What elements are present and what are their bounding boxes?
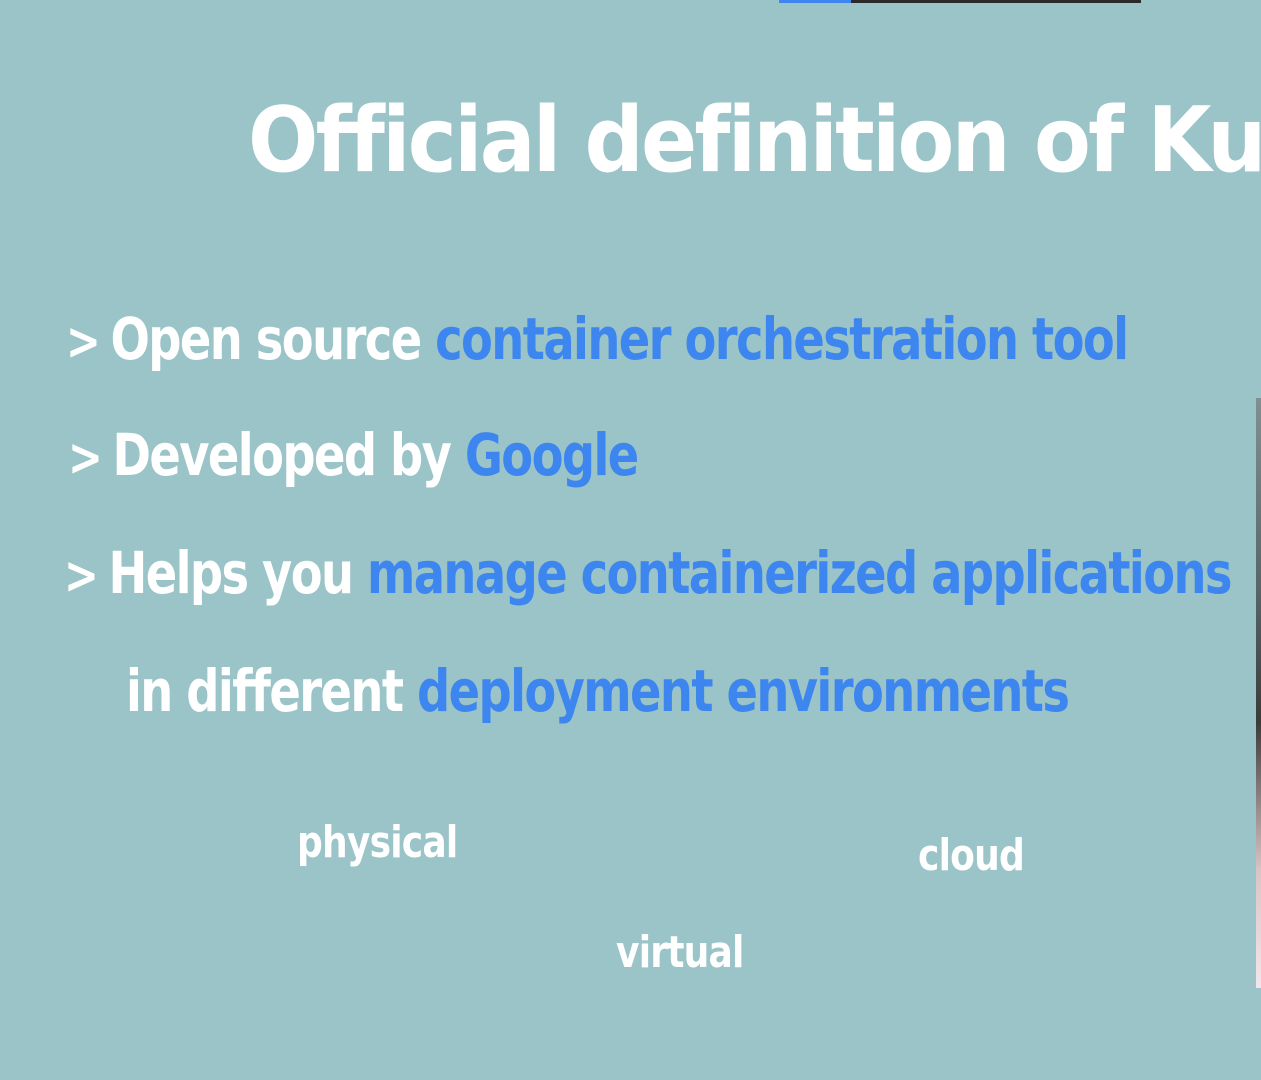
bullet-highlight: container orchestration tool — [435, 305, 1129, 373]
chevron-right-icon: > — [64, 546, 99, 606]
video-progress-bar[interactable] — [779, 0, 1141, 3]
chevron-right-icon: > — [66, 312, 101, 372]
bullet-text: Developed by — [112, 421, 465, 489]
bullet-text: Helps you — [108, 539, 367, 607]
slide-title: Official definition of Kuberr — [248, 88, 1261, 193]
bullet-text: in different — [126, 657, 417, 725]
bullet-helps-you: >Helps you manage containerized applicat… — [64, 538, 1233, 611]
bullet-highlight: deployment environments — [416, 657, 1070, 725]
video-progress-fill — [779, 0, 852, 3]
chevron-right-icon: > — [68, 428, 103, 488]
presenter-frame-edge — [1256, 398, 1261, 988]
bullet-highlight: Google — [464, 421, 639, 489]
bullet-developed-by: >Developed by Google — [68, 420, 639, 493]
bullet-continuation: in different deployment environments — [126, 656, 1070, 726]
bullet-text: Open source — [110, 305, 436, 373]
bullet-highlight: manage containerized applications — [366, 539, 1233, 607]
env-label-physical: physical — [297, 817, 458, 868]
bullet-open-source: >Open source container orchestration too… — [66, 304, 1129, 377]
env-label-virtual: virtual — [616, 927, 744, 978]
env-label-cloud: cloud — [918, 830, 1025, 881]
